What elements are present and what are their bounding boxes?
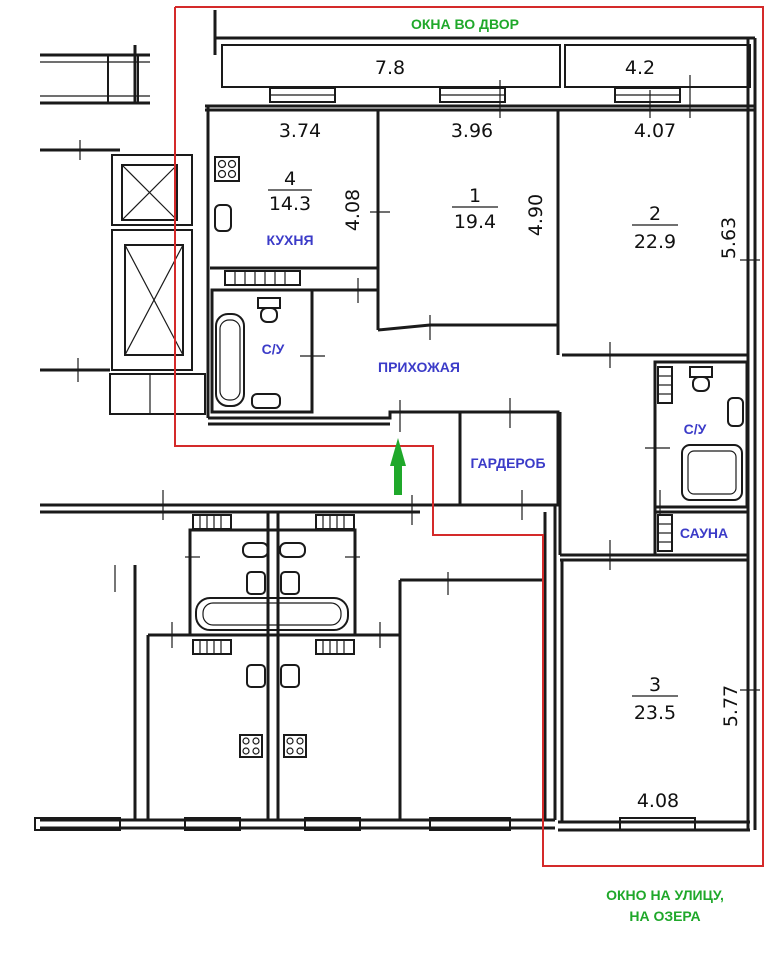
dim-room2-width: 4.07 — [634, 120, 676, 142]
dim-room3-width: 4.08 — [637, 790, 679, 812]
top-windows — [269, 75, 691, 118]
apartment-boundary — [174, 6, 764, 867]
stove-icon — [283, 734, 307, 758]
label-hallway: ПРИХОЖАЯ — [378, 359, 460, 375]
dim-kitchen-width: 3.74 — [279, 120, 321, 142]
room-area: 22.9 — [634, 231, 676, 253]
sink-icon — [727, 397, 744, 427]
room-number: 2 — [649, 203, 661, 225]
door-ticks — [300, 211, 760, 691]
elevator-icon — [124, 244, 184, 356]
radiator-icon — [192, 514, 232, 530]
radiator-icon — [315, 639, 355, 655]
stove-icon — [239, 734, 263, 758]
entrance-arrow-icon — [390, 438, 406, 495]
apartment-walls — [205, 10, 757, 832]
bathtub-icon — [215, 313, 245, 407]
dim-balcony-left: 7.8 — [375, 57, 405, 79]
bottom-windows — [34, 817, 696, 831]
radiator-icon — [657, 366, 673, 404]
dim-room1-width: 3.96 — [451, 120, 493, 142]
label-wardrobe: ГАРДЕРОБ — [470, 455, 545, 471]
room-area: 14.3 — [269, 193, 311, 215]
room-3-label: 3 23.5 — [632, 674, 678, 724]
stove-icon — [214, 156, 240, 182]
room-2-label: 2 22.9 — [632, 203, 678, 253]
window-label-street-1: ОКНО НА УЛИЦУ, — [606, 887, 724, 903]
dim-room1-depth: 4.90 — [525, 194, 547, 236]
label-sauna: САУНА — [680, 525, 728, 541]
label-bathroom-2: С/У — [684, 421, 707, 437]
toilet-icon — [689, 366, 713, 392]
sink-icon — [251, 393, 281, 409]
radiator-icon — [192, 639, 232, 655]
radiator-icon — [657, 514, 673, 552]
stair-elevator-block — [40, 45, 206, 415]
shower-icon — [681, 444, 743, 501]
dim-room3-depth: 5.77 — [720, 685, 742, 727]
toilet-icon — [257, 297, 281, 323]
label-bathroom-1: С/У — [262, 341, 285, 357]
radiator-icon — [315, 514, 355, 530]
bathtub-icon — [195, 597, 349, 631]
radiator-icon — [224, 270, 301, 286]
window-label-courtyard: ОКНА ВО ДВОР — [411, 16, 519, 32]
room-area: 19.4 — [454, 211, 496, 233]
neighbor-apartment — [40, 490, 557, 830]
dim-room2-depth: 5.63 — [718, 217, 740, 259]
label-kitchen: КУХНЯ — [266, 232, 313, 248]
room-4-label: 4 14.3 — [268, 168, 312, 215]
dim-kitchen-depth: 4.08 — [342, 189, 364, 231]
room-number: 1 — [469, 185, 481, 207]
room-number: 4 — [284, 168, 296, 190]
sink-icon — [214, 204, 232, 232]
room-area: 23.5 — [634, 702, 676, 724]
window-label-street-2: НА ОЗЕРА — [629, 908, 700, 924]
elevator-icon — [121, 164, 178, 221]
dim-balcony-right: 4.2 — [625, 57, 655, 79]
room-1-label: 1 19.4 — [452, 185, 498, 233]
room-number: 3 — [649, 674, 661, 696]
